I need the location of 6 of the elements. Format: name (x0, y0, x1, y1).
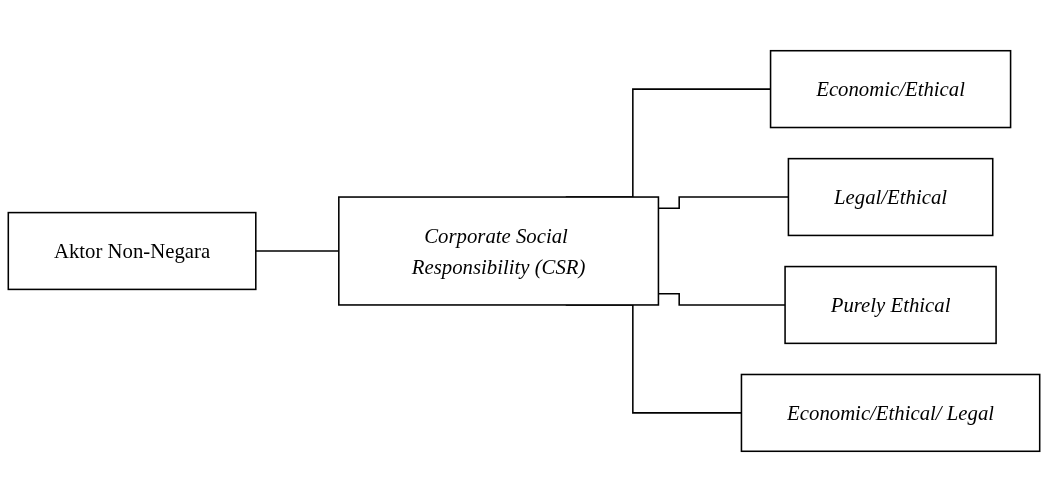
node-box: Economic/Ethical (769, 49, 1012, 129)
node-box: Corporate Social Responsibility (CSR) (338, 196, 660, 306)
node-box: Aktor Non-Negara (7, 211, 257, 291)
node-box: Economic/Ethical/ Legal (740, 373, 1041, 453)
node-box: Legal/Ethical (787, 157, 994, 237)
node-box: Purely Ethical (784, 265, 997, 345)
